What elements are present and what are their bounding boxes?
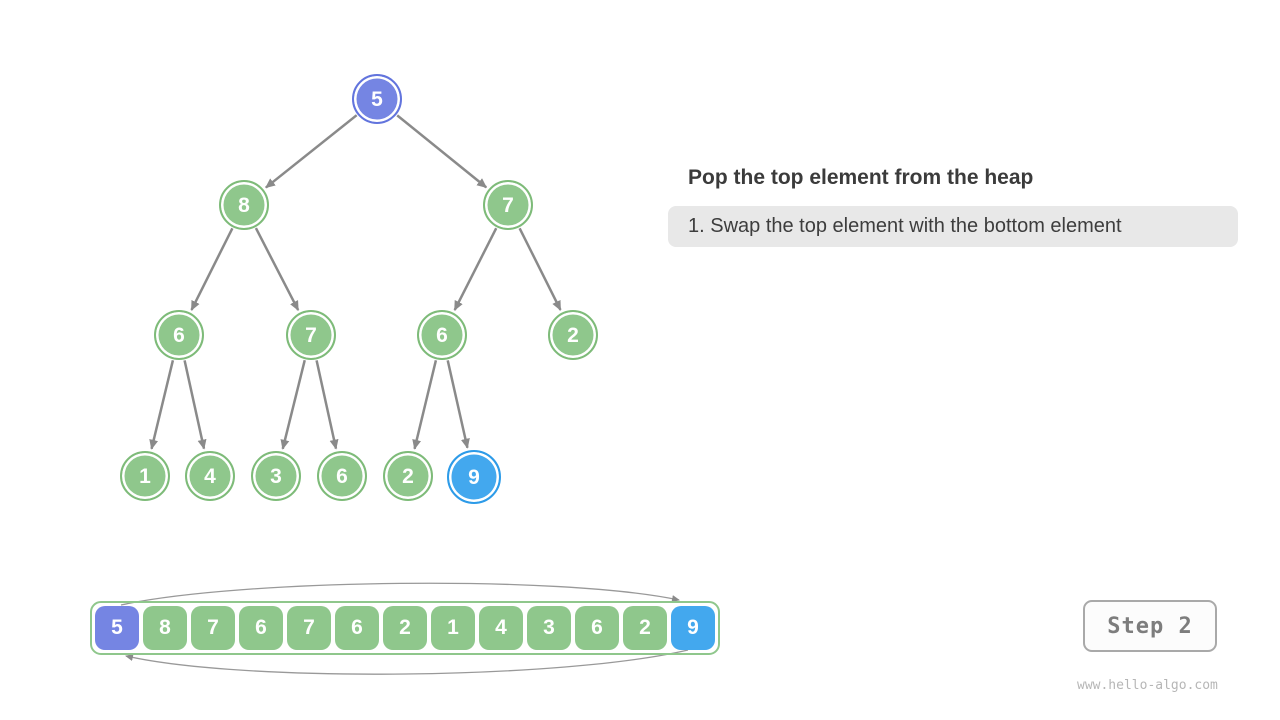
- tree-edge: [396, 114, 488, 189]
- array-cell-5: 6: [335, 606, 379, 650]
- tree-node-value: 7: [502, 193, 514, 217]
- tree-node-6: 2: [548, 310, 598, 360]
- tree-node-value: 6: [436, 323, 448, 347]
- tree-node-9: 3: [251, 451, 301, 501]
- tree-node-7: 1: [120, 451, 170, 501]
- tree-node-8: 4: [185, 451, 235, 501]
- step-button[interactable]: Step 2: [1083, 600, 1217, 652]
- tree-node-12: 9: [447, 450, 501, 504]
- tree-node-value: 3: [270, 464, 282, 488]
- tree-edge: [254, 227, 300, 311]
- tree-node-value: 1: [139, 464, 151, 488]
- step-button-label: Step 2: [1107, 613, 1193, 639]
- array-cell-2: 7: [191, 606, 235, 650]
- tree-node-4: 7: [286, 310, 336, 360]
- tree-node-10: 6: [317, 451, 367, 501]
- array-cell-7: 1: [431, 606, 475, 650]
- step-note: 1. Swap the top element with the bottom …: [668, 206, 1238, 247]
- tree-node-value: 6: [173, 323, 185, 347]
- tree-node-5: 6: [417, 310, 467, 360]
- tree-edge: [190, 227, 234, 311]
- tree-node-3: 6: [154, 310, 204, 360]
- tree-edge: [446, 360, 470, 449]
- array-cell-8: 4: [479, 606, 523, 650]
- tree-node-11: 2: [383, 451, 433, 501]
- array-cell-4: 7: [287, 606, 331, 650]
- array-cell-11: 2: [623, 606, 667, 650]
- tree-node-value: 2: [402, 464, 414, 488]
- tree-edge: [265, 114, 358, 189]
- tree-node-value: 8: [238, 193, 250, 217]
- tree-edge: [315, 360, 339, 450]
- tree-edge: [183, 360, 207, 450]
- tree-edges: [149, 114, 562, 450]
- tree-edge: [412, 359, 438, 450]
- tree-node-value: 2: [567, 323, 579, 347]
- tree-edge: [518, 227, 562, 311]
- page-title: Pop the top element from the heap: [688, 166, 1034, 189]
- array-cell-0: 5: [95, 606, 139, 650]
- tree-edge: [280, 359, 306, 450]
- tree-node-value: 6: [336, 464, 348, 488]
- tree-node-value: 5: [371, 87, 383, 111]
- watermark: www.hello-algo.com: [1077, 678, 1218, 693]
- array-cell-3: 6: [239, 606, 283, 650]
- tree-node-2: 7: [483, 180, 533, 230]
- tree-node-0: 5: [352, 74, 402, 124]
- tree-node-value: 4: [204, 464, 216, 488]
- tree-node-1: 8: [219, 180, 269, 230]
- array-cell-6: 2: [383, 606, 427, 650]
- tree-edge: [453, 227, 498, 311]
- array-cell-9: 3: [527, 606, 571, 650]
- tree-node-value: 7: [305, 323, 317, 347]
- tree-edge: [149, 359, 175, 450]
- array-cell-10: 6: [575, 606, 619, 650]
- array-cell-1: 8: [143, 606, 187, 650]
- array-cell-12: 9: [671, 606, 715, 650]
- tree-node-value: 9: [468, 465, 480, 489]
